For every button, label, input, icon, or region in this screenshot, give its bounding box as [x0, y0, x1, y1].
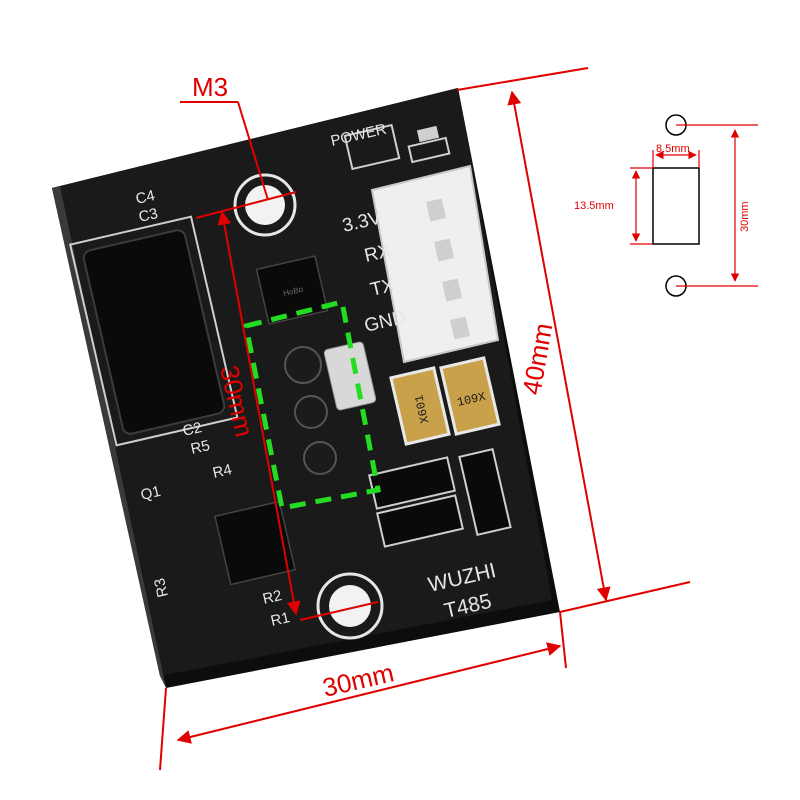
height-label: 40mm	[516, 321, 558, 397]
c3-label: C3	[137, 205, 160, 226]
r3-label: R3	[151, 576, 172, 599]
diagram-width-label: 8.5mm	[656, 143, 690, 155]
c4-label: C4	[134, 187, 157, 208]
fuse2-label: 109X	[456, 390, 487, 410]
dimension-lines	[159, 67, 691, 771]
diagram-right-label: 30mm	[739, 201, 751, 232]
4-pin-connector	[370, 164, 500, 364]
diodes	[343, 123, 512, 548]
r5-label: R5	[189, 437, 212, 458]
m3-label: M3	[192, 72, 228, 102]
diagram-left-label: 13.5mm	[574, 200, 614, 212]
mount-hole-bottom	[316, 572, 384, 640]
q1-label: Q1	[139, 483, 162, 504]
mini-diagram: 8.5mm 13.5mm 30mm	[574, 114, 758, 297]
c2-label: C2	[181, 419, 204, 440]
diagram-rect	[652, 167, 700, 245]
fuse1-label: X601	[412, 393, 432, 424]
large-capacitor-block	[68, 215, 239, 447]
fuse-pair	[389, 356, 501, 446]
